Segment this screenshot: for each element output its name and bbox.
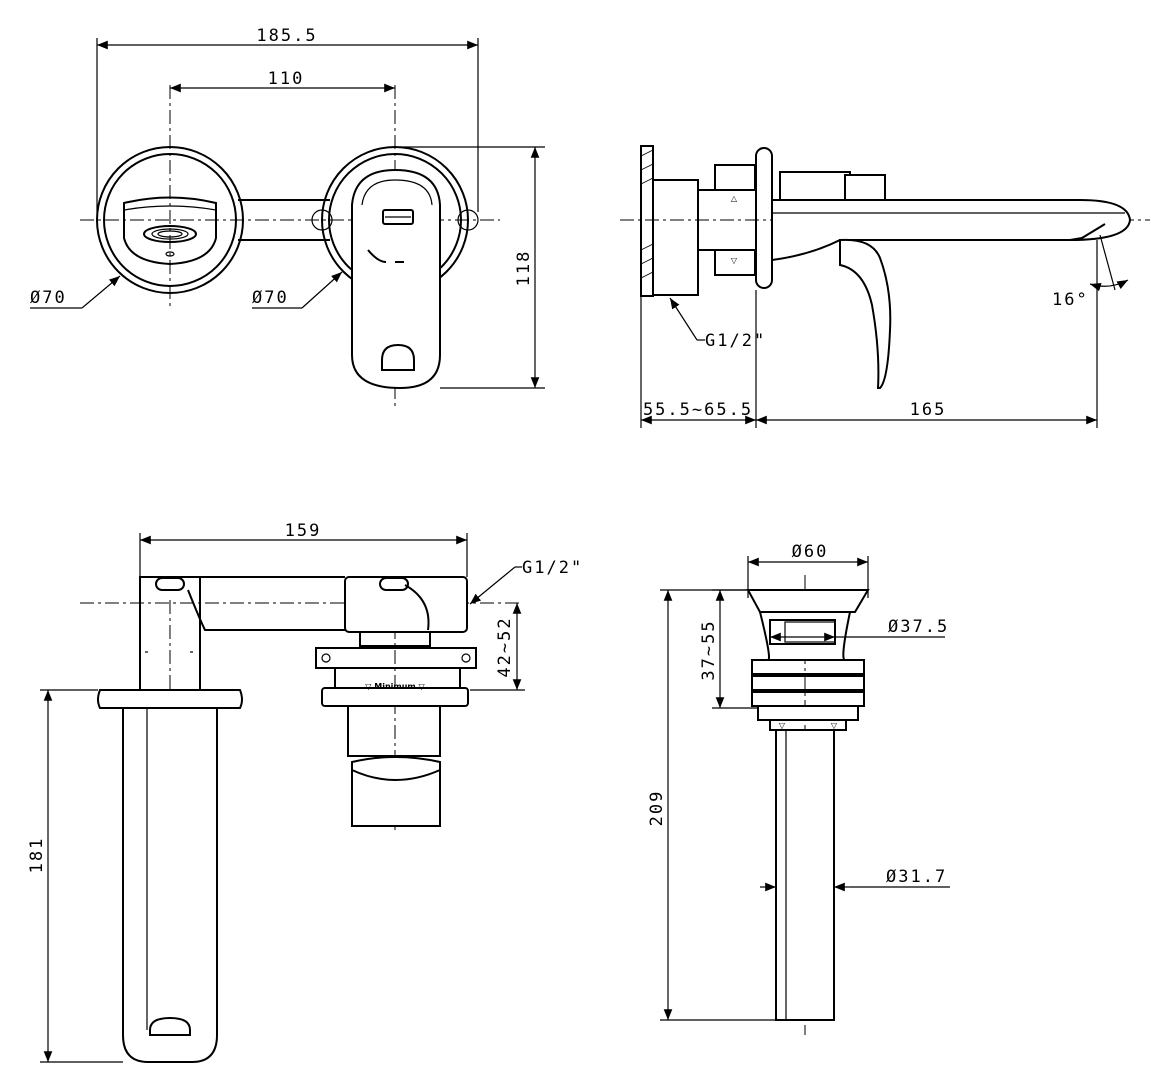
- left-wall-plate: [96, 146, 244, 294]
- overall-width-label: 185.5: [256, 26, 317, 46]
- side-thread-label: G1/2": [705, 331, 766, 351]
- depth-range-label: 42~52: [495, 616, 515, 677]
- length-label: 159: [285, 521, 322, 541]
- right-plate-diameter-label: Ø70: [252, 288, 289, 308]
- spout-reach-label: 165: [910, 400, 947, 420]
- svg-text:▽: ▽: [731, 256, 738, 265]
- range-label: 37~55: [699, 619, 719, 680]
- angle-label: 16°: [1052, 290, 1089, 310]
- body-diameter-label: Ø37.5: [888, 617, 949, 637]
- svg-text:▽: ▽: [779, 721, 786, 730]
- right-wall-plate: [311, 146, 479, 390]
- plan-thread-label: G1/2": [522, 558, 583, 578]
- wall-depth-label: 55.5~65.5: [643, 400, 753, 420]
- svg-text:△: △: [731, 194, 738, 203]
- center-distance-label: 110: [268, 69, 305, 89]
- plan-view: ▽ Minimum ▽ 159 G1/2" 42~52 181: [27, 521, 583, 1063]
- cap-diameter-label: Ø60: [792, 542, 829, 562]
- height-label: 118: [514, 250, 534, 287]
- front-view: 185.5 110 118 Ø70 Ø70: [30, 26, 545, 410]
- left-plate-diameter-label: Ø70: [30, 288, 67, 308]
- tail-diameter-label: Ø31.7: [886, 867, 947, 887]
- drain-view: ▽ ▽ Ø60 Ø37.5 37~55 209 Ø31.7: [647, 542, 950, 1035]
- spout-length-label: 181: [27, 837, 47, 874]
- side-view: △ ▽ G1/2" 55.5~65.5 165 16°: [620, 145, 1150, 428]
- total-length-label: 209: [647, 790, 667, 827]
- cartridge-marking: ▽ Minimum ▽: [365, 682, 425, 691]
- svg-text:▽: ▽: [831, 721, 838, 730]
